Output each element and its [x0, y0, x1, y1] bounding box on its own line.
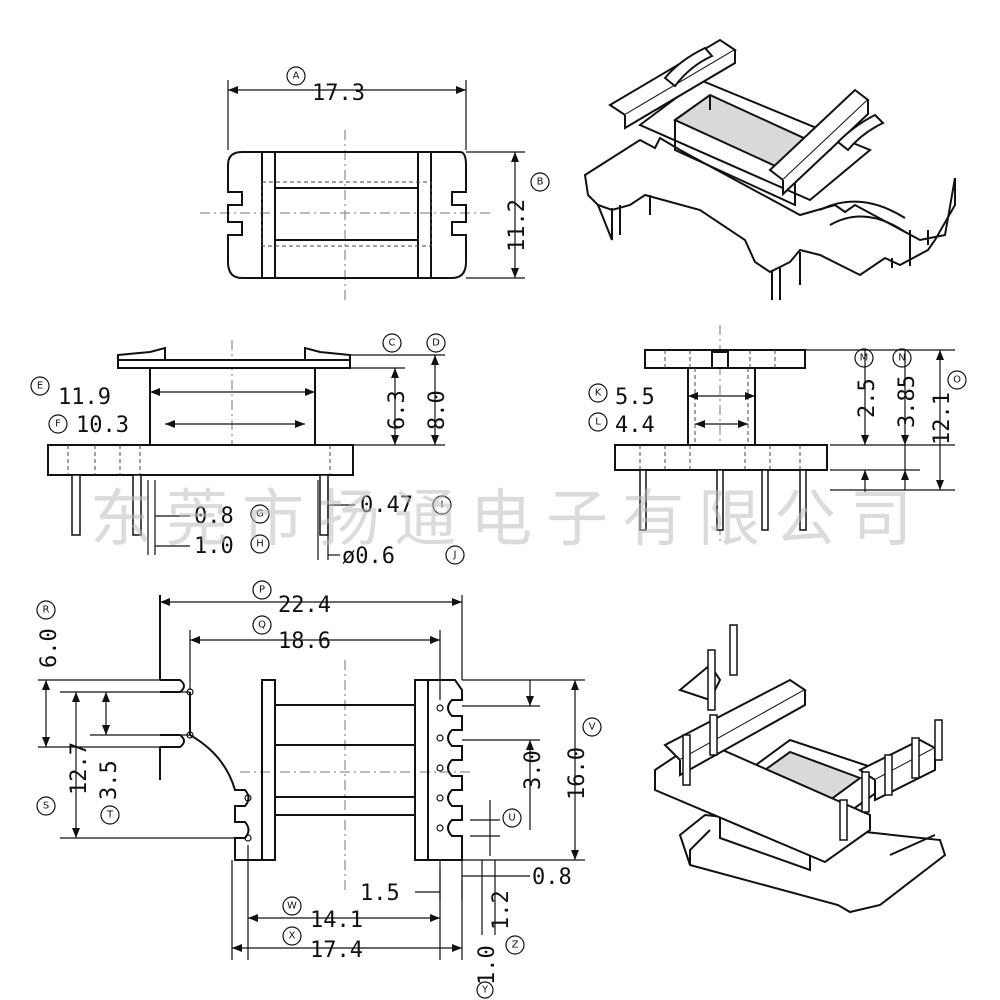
- callout-z-letter: Z: [512, 940, 519, 951]
- dim-d-value: 8.0: [425, 390, 450, 430]
- dim-j-value: ø0.6: [342, 544, 395, 569]
- dim-n-value: 3.85: [895, 375, 920, 428]
- callout-q-letter: Q: [258, 620, 266, 631]
- callout-d-letter: D: [432, 338, 440, 349]
- callout-i: [432, 495, 452, 515]
- callout-a-letter: A: [293, 71, 300, 82]
- callout-l-letter: L: [595, 417, 601, 428]
- bottom-view: P 22.4 Q 18.6 6.0 R 12.7 S 3.5 T: [36, 580, 602, 999]
- callout-o: [947, 370, 967, 390]
- callout-u-letter: U: [508, 813, 515, 824]
- callout-c-letter: C: [389, 338, 396, 349]
- callout-k-letter: K: [595, 388, 602, 399]
- callout-h: [250, 534, 270, 554]
- side-view: K 5.5 L 4.4 2.5 3.85 12.1 M N O: [588, 325, 967, 545]
- callout-h-letter: H: [256, 539, 264, 550]
- callout-i-letter: I: [441, 500, 444, 511]
- callout-f: [48, 414, 68, 434]
- callout-s: [36, 796, 56, 816]
- callout-v: [582, 717, 602, 737]
- callout-j-letter: J: [453, 550, 457, 561]
- callout-n: [892, 348, 912, 368]
- callout-x-letter: X: [289, 931, 296, 942]
- callout-r: [36, 600, 56, 620]
- front-view: E 11.9 F 10.3 6.3 8.0 C D 0.8 G 1.0 H: [30, 333, 465, 569]
- dim-m-value: 2.5: [855, 378, 880, 418]
- top-view: A 17.3 11.2 B: [200, 66, 550, 300]
- callout-b: [530, 172, 550, 192]
- dim-x-value: 17.4: [310, 938, 363, 963]
- callout-w: [282, 896, 302, 916]
- dim-z-value: 1.2: [489, 890, 514, 930]
- dim-y-value: 1.0: [475, 945, 500, 985]
- dim-k-value: 5.5: [615, 385, 655, 410]
- callout-g: [250, 504, 270, 524]
- dim-o-value: 12.1: [930, 392, 955, 445]
- callout-m: [854, 348, 874, 368]
- callout-m-letter: M: [860, 353, 869, 364]
- callout-y: [476, 981, 494, 999]
- dim-1-5-value: 1.5: [360, 881, 400, 906]
- dim-q-value: 18.6: [278, 629, 331, 654]
- callout-f-letter: F: [55, 419, 61, 430]
- callout-z: [505, 935, 525, 955]
- callout-e: [30, 376, 50, 396]
- callout-j: [445, 545, 465, 565]
- callout-n-letter: N: [898, 353, 905, 364]
- dim-r-value: 6.0: [37, 628, 62, 668]
- dim-p-value: 22.4: [278, 593, 331, 618]
- callout-p: [252, 580, 272, 600]
- callout-k: [588, 383, 608, 403]
- callout-e-letter: E: [37, 381, 43, 392]
- dim-u-dim-value: 3.0: [521, 750, 546, 790]
- dim-h-value: 1.0: [194, 534, 234, 559]
- callout-t-letter: T: [106, 810, 114, 821]
- callout-b-letter: B: [537, 177, 544, 188]
- callout-r-letter: R: [43, 605, 50, 616]
- dim-a-value: 17.3: [312, 81, 365, 106]
- dim-c-value: 6.3: [385, 390, 410, 430]
- callout-x: [282, 926, 302, 946]
- callout-c: [382, 333, 402, 353]
- dim-e-value: 11.9: [58, 385, 111, 410]
- dim-v-value: 16.0: [565, 747, 590, 800]
- dim-i-value: 0.47: [360, 493, 413, 518]
- dim-l-value: 4.4: [615, 413, 655, 438]
- dim-f-value: 10.3: [76, 413, 129, 438]
- dim-0-8-value: 0.8: [532, 865, 572, 890]
- isometric-view-bottom: [654, 624, 947, 914]
- callout-u: [502, 808, 522, 828]
- callout-q: [252, 615, 272, 635]
- callout-d: [426, 333, 446, 353]
- dim-g-value: 0.8: [194, 504, 234, 529]
- dim-b-value: 11.2: [505, 199, 530, 252]
- callout-l: [588, 412, 608, 432]
- callout-a: [286, 66, 306, 86]
- callout-p-letter: P: [259, 585, 265, 596]
- dim-t-value: 3.5: [97, 760, 122, 800]
- isometric-view-top: [583, 38, 956, 300]
- callout-s-letter: S: [43, 801, 49, 812]
- callout-o-letter: O: [953, 375, 961, 386]
- callout-y-letter: Y: [481, 985, 489, 996]
- dim-w-value: 14.1: [310, 908, 363, 933]
- callout-v-letter: V: [589, 722, 596, 733]
- callout-g-letter: G: [256, 509, 264, 520]
- callout-t: [100, 805, 120, 825]
- dim-s-value: 12.7: [67, 742, 92, 795]
- callout-w-letter: W: [287, 901, 297, 912]
- company-watermark: 东莞市扬通电子有限公司: [90, 482, 926, 555]
